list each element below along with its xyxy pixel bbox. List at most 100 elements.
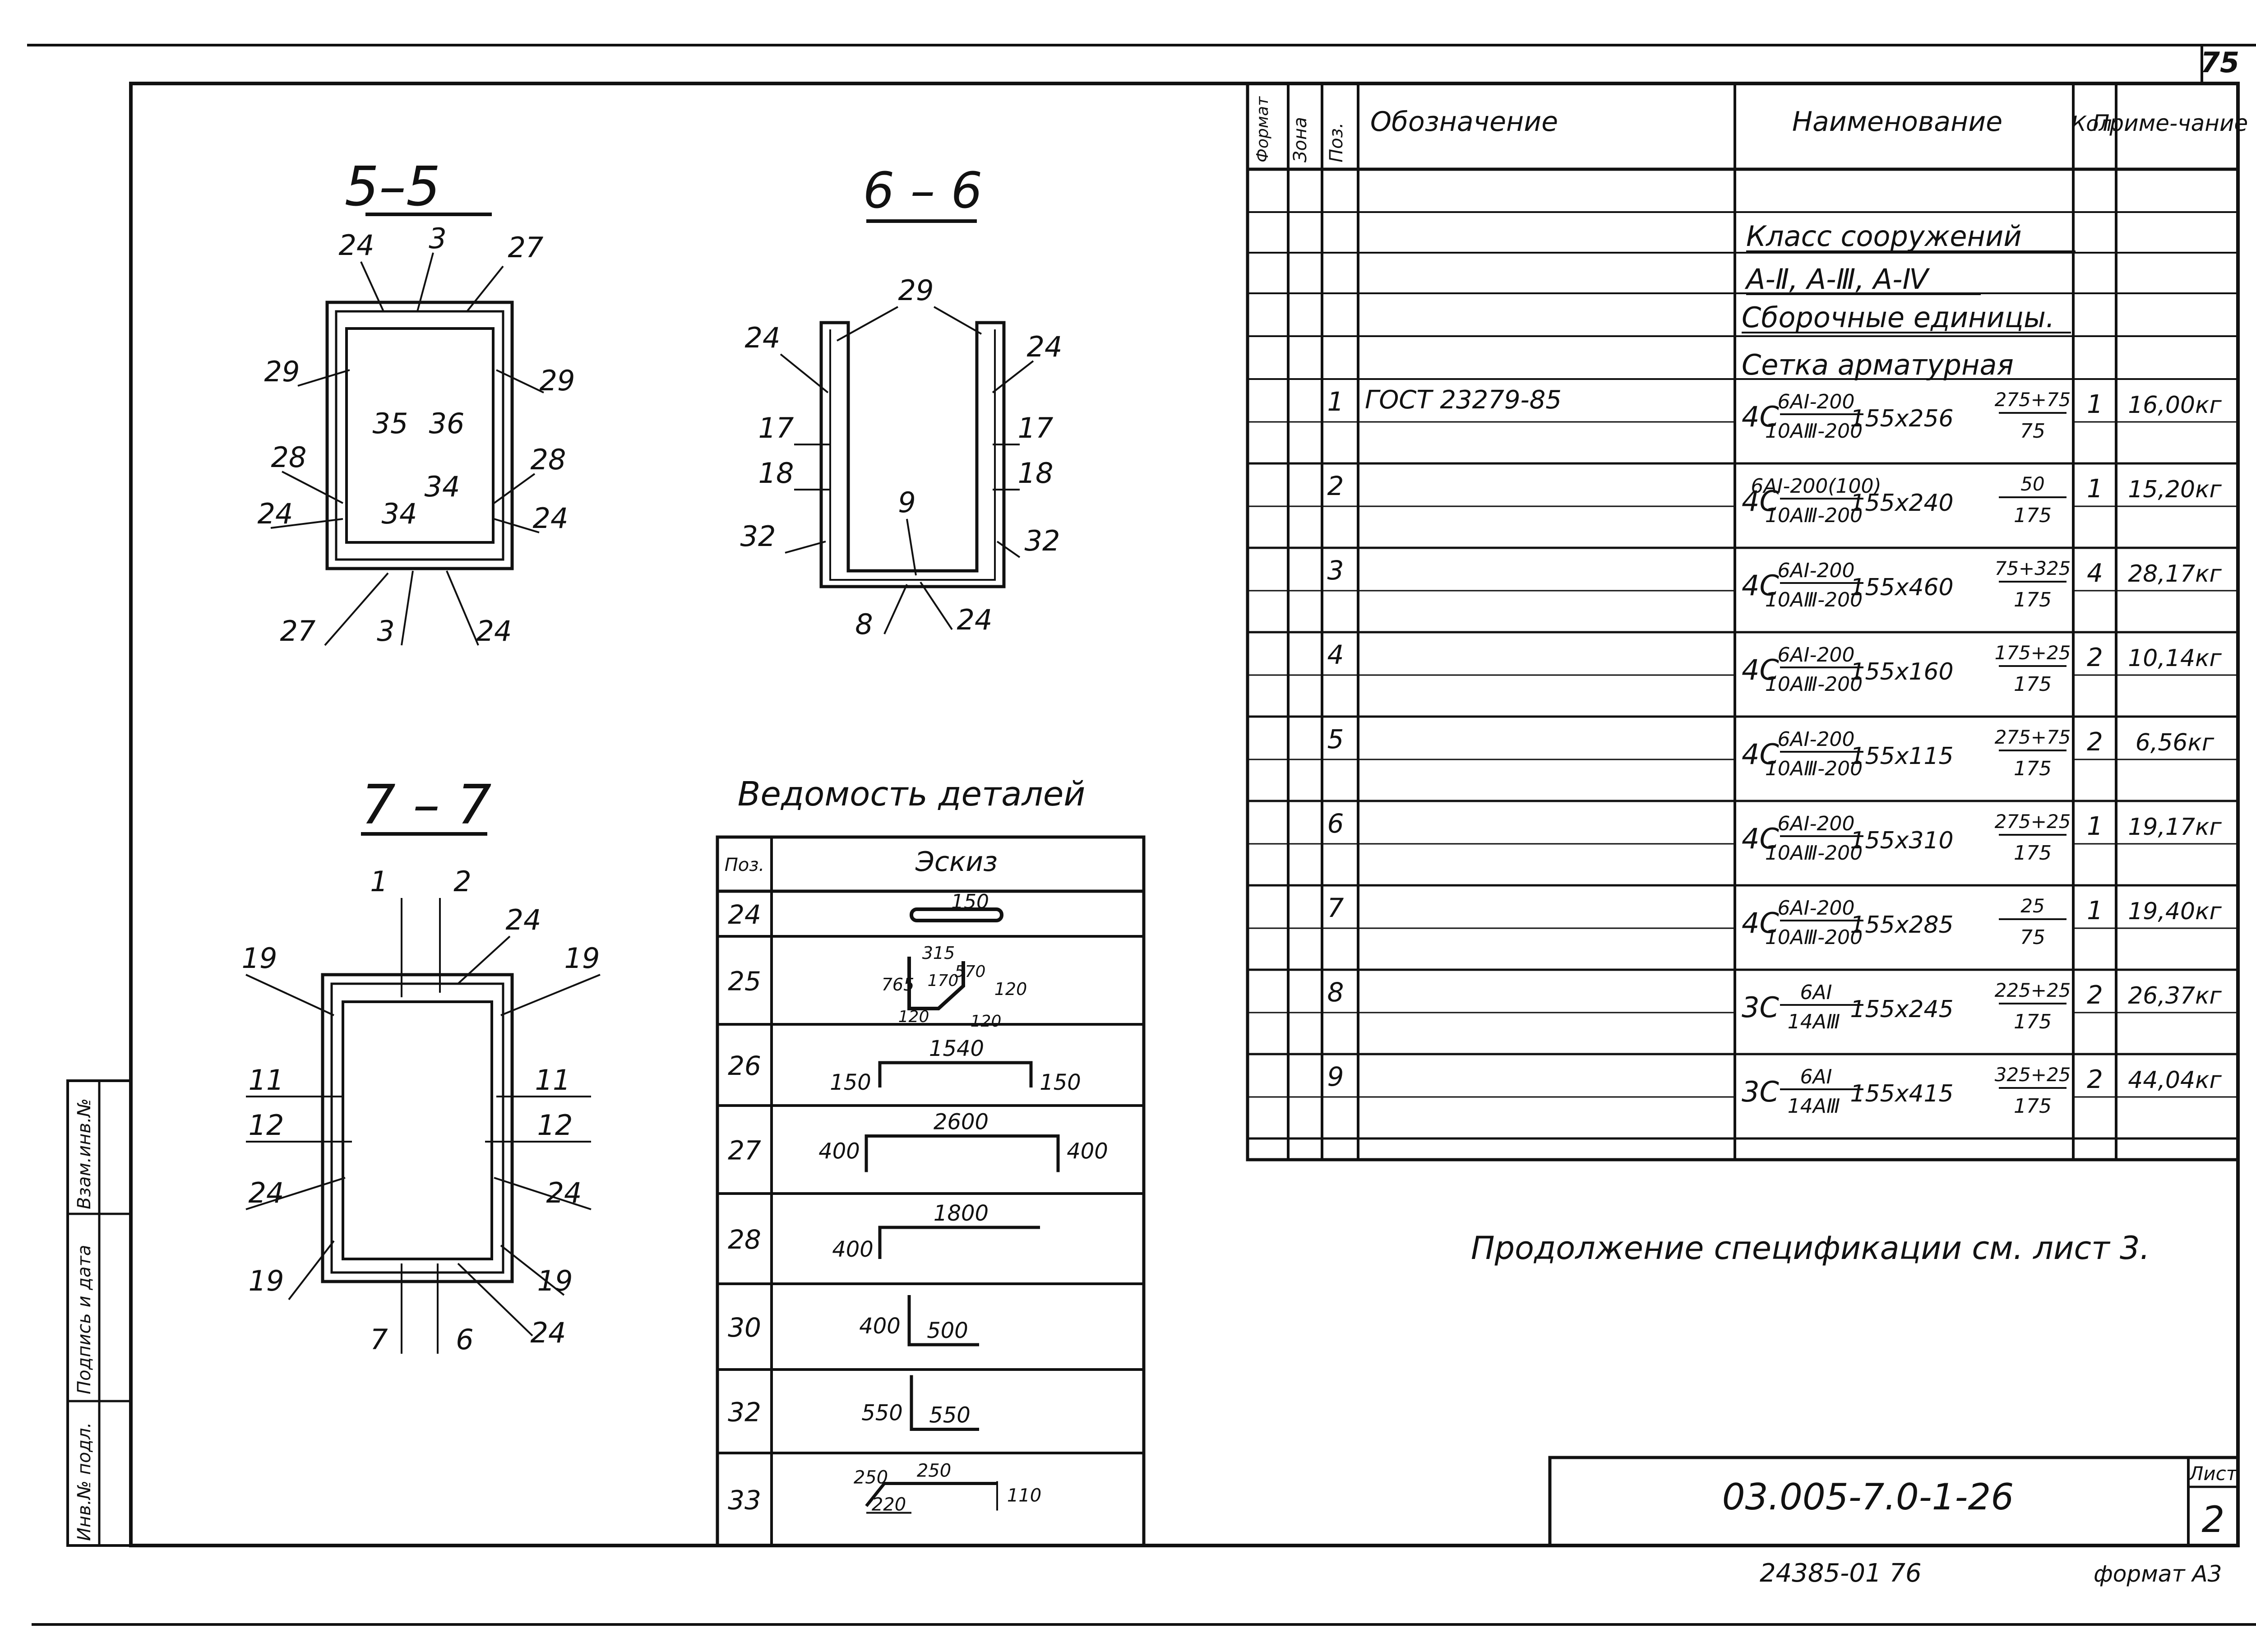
leader-label: 29 [898,274,934,307]
leader-label: 7 [370,1323,388,1356]
section-title: 6 – 6 [863,162,983,219]
spec-frac-den: 75 [2020,926,2045,949]
spec-note: 19,40кг [2128,898,2222,925]
leader-label: 3 [429,222,446,255]
spec-den: 10АⅢ-200 [1765,420,1863,443]
spec-header-qty: Кол. [2071,111,2119,136]
leader-label: 24 [249,1176,284,1209]
spec-frac-num: 50 [2020,473,2044,495]
spec-table: Формат Зона Поз. Обозначение Наименовани… [1246,82,2248,1161]
spec-pos: 3 [1327,555,1344,586]
spec-prefix: 4С [1742,738,1779,771]
spec-den: 14АⅢ [1788,1010,1840,1033]
spec-frac-num: 175+25 [1995,642,2071,664]
leader-label: 24 [957,603,993,636]
spec-qty: 2 [2087,727,2103,757]
leader-label: 17 [1018,412,1054,444]
spec-qty: 1 [2087,896,2103,925]
sheet-label: Лист [2188,1462,2238,1485]
spec-frac-num: 275+25 [1995,810,2071,833]
details-header-sketch: Эскиз [915,846,998,878]
spec-den: 10АⅢ-200 [1765,673,1863,696]
leader-label: 12 [537,1109,573,1142]
spec-frac-num: 225+25 [1995,979,2071,1001]
leader-label: 6 [456,1323,473,1356]
leader-label: 1 [370,865,388,898]
spec-pos: 4 [1327,639,1344,670]
spec-group-line: Сборочные единицы. [1742,301,2055,334]
title-block: 03.005-7.0-1-26 Лист 2 [1548,1456,2240,1547]
spec-frac-num: 75+325 [1995,557,2071,579]
spec-num: 6АⅠ-200(100) [1751,475,1881,498]
leader-label: 3 [377,615,394,648]
leader-label: 24 [506,903,541,936]
sheet-format: формат А3 [2094,1561,2222,1587]
spec-header-designation: Обозначение [1370,106,1558,138]
spec-den: 10АⅢ-200 [1765,504,1863,527]
spec-frac-den: 175 [2014,588,2052,611]
detail-pos: 26 [728,1050,761,1081]
spec-frac-den: 175 [2014,842,2052,865]
detail-pos: 27 [728,1135,761,1166]
drawing-code: 03.005-7.0-1-26 [1722,1476,2014,1518]
spec-pos: 1 [1327,386,1344,417]
spec-note: 16,00кг [2128,392,2222,419]
spec-den: 10АⅢ-200 [1765,588,1863,611]
leader-label: 34 [382,497,417,530]
detail-sketch: 150 [910,890,1003,922]
leader-label: 24 [339,229,374,262]
spec-qty: 2 [2087,1065,2103,1094]
stamp-replace: Взам.инв.№ [74,1098,95,1209]
spec-qty: 2 [2087,981,2103,1010]
spec-den: 10АⅢ-200 [1765,926,1863,949]
side-stamp: Взам.инв.№ Подпись и дата Инв.№ подл. [66,1079,132,1547]
leader-label: 24 [531,1316,566,1349]
spec-prefix: 4С [1742,822,1779,855]
dim-label: 400 [859,1314,901,1339]
spec-header-note: Приме-чание [2093,110,2248,136]
spec-header-zone: Зона [1290,117,1311,162]
dim-label: 1540 [929,1036,984,1061]
inventory-number: 24385-01 76 [1760,1559,1922,1588]
spec-num: 6АⅠ-200 [1778,643,1855,666]
spec-note: 28,17кг [2128,560,2222,588]
spec-prefix: 4С [1742,485,1779,518]
details-header-pos: Поз. [725,855,765,875]
spec-pos: 2 [1327,471,1344,501]
spec-pos: 9 [1327,1061,1344,1092]
spec-pos: 8 [1327,977,1344,1008]
dim-label: 550 [929,1403,971,1428]
spec-designation: ГОСТ 23279-85 [1365,385,1562,415]
spec-frac-num: 25 [2020,895,2044,917]
spec-size: 155x240 [1850,490,1953,517]
leader-label: 24 [533,502,569,535]
section-title: 7 – 7 [361,774,492,837]
spec-num: 6АⅠ-200 [1778,728,1855,751]
spec-frac-den: 175 [2014,673,2052,696]
spec-size: 155x160 [1850,658,1953,685]
details-title: Ведомость деталей [738,775,1086,814]
dim-label: 550 [861,1401,903,1426]
dim-label: 250 [854,1467,888,1488]
stamp-sign: Подпись и дата [74,1245,95,1394]
leader-label: 9 [898,486,915,519]
spec-header-name: Наименование [1792,106,2002,138]
spec-num: 6АⅠ [1800,1065,1832,1088]
spec-frac-den: 175 [2014,1010,2052,1033]
spec-qty: 4 [2087,559,2103,588]
spec-size: 155x115 [1850,743,1953,770]
leader-label: 19 [242,942,277,975]
leader-label: 34 [425,470,460,503]
spec-size: 155x245 [1850,996,1953,1023]
spec-header-pos: Поз. [1326,122,1347,162]
